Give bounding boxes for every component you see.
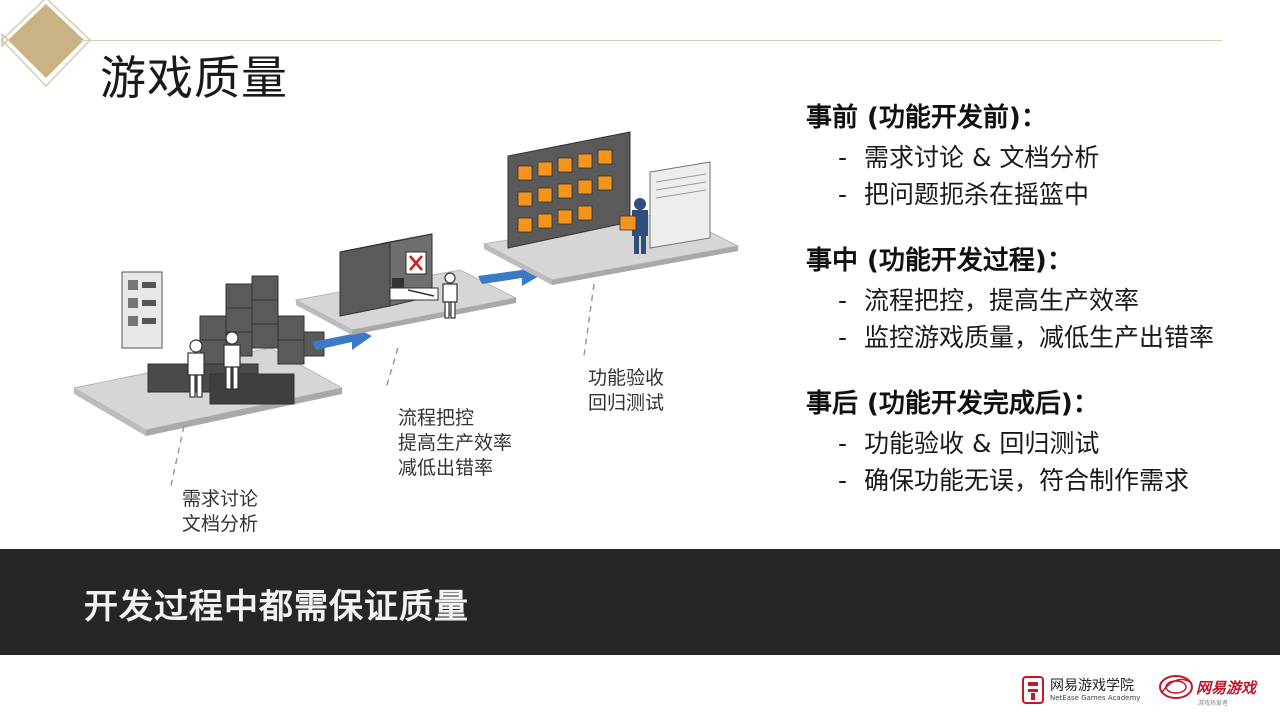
netease-games-logo: 网易游戏 游戏热爱者 bbox=[1158, 672, 1257, 707]
section-before-heading: 事前 (功能开发前)： bbox=[806, 103, 1047, 133]
stage3-door bbox=[649, 161, 711, 249]
stage3-label-line: 功能验收 bbox=[588, 367, 665, 389]
section-after: 事后 (功能开发完成后)： 功能验收 & 回归测试 确保功能无误，符合制作需求 bbox=[806, 386, 1266, 499]
stage3-worker bbox=[619, 198, 648, 254]
corner-diamond-decoration bbox=[0, 0, 92, 88]
stage2-label-line: 减低出错率 bbox=[398, 457, 494, 479]
stage3-label-line: 回归测试 bbox=[588, 392, 665, 414]
section-during-heading: 事中 (功能开发过程)： bbox=[806, 246, 1073, 276]
academy-logo: 网易游戏学院 NetEase Games Academy bbox=[1022, 676, 1140, 704]
list-item-text: 流程把控，提高生产效率 bbox=[864, 286, 1140, 315]
page-title: 游戏质量 bbox=[100, 51, 288, 105]
list-item: 功能验收 & 回归测试 bbox=[806, 425, 1266, 462]
header-rule bbox=[80, 40, 1222, 41]
stage1-board bbox=[121, 271, 163, 349]
list-item-text: 需求讨论 & 文档分析 bbox=[864, 143, 1100, 172]
quality-phases: 事前 (功能开发前)： 需求讨论 & 文档分析 把问题扼杀在摇篮中 事中 (功能… bbox=[806, 100, 1266, 529]
stage1-label-line: 需求讨论 bbox=[182, 488, 259, 510]
stage1-label-line: 文档分析 bbox=[182, 513, 259, 535]
list-item: 需求讨论 & 文档分析 bbox=[806, 139, 1266, 176]
brand-name-cn: 网易游戏 bbox=[1196, 678, 1257, 697]
netease-swirl-icon bbox=[1159, 675, 1193, 699]
production-line-illustration bbox=[72, 131, 740, 491]
section-before: 事前 (功能开发前)： 需求讨论 & 文档分析 把问题扼杀在摇篮中 bbox=[806, 100, 1266, 213]
brand-subtitle: 游戏热爱者 bbox=[1198, 700, 1229, 707]
stage2-label: 流程把控 提高生产效率 减低出错率 bbox=[398, 406, 512, 481]
stage3-label: 功能验收 回归测试 bbox=[588, 366, 664, 416]
list-item: 监控游戏质量，减低生产出错率 bbox=[806, 319, 1266, 356]
academy-seal-icon bbox=[1022, 676, 1044, 704]
list-item: 流程把控，提高生产效率 bbox=[806, 282, 1266, 319]
list-item: 把问题扼杀在摇篮中 bbox=[806, 176, 1266, 213]
list-item-text: 功能验收 & 回归测试 bbox=[864, 429, 1100, 458]
list-item-text: 把问题扼杀在摇篮中 bbox=[864, 180, 1090, 209]
section-after-heading: 事后 (功能开发完成后)： bbox=[806, 389, 1099, 419]
banner-text: 开发过程中都需保证质量 bbox=[84, 587, 469, 627]
guide-lines bbox=[169, 283, 595, 491]
stage3-warehouse bbox=[507, 131, 631, 249]
stage2-worker bbox=[442, 272, 458, 319]
list-item: 确保功能无误，符合制作需求 bbox=[806, 462, 1266, 499]
stage2-machine bbox=[339, 233, 439, 317]
academy-name-en: NetEase Games Academy bbox=[1050, 693, 1141, 702]
summary-banner: 开发过程中都需保证质量 bbox=[0, 549, 1280, 655]
list-item-text: 确保功能无误，符合制作需求 bbox=[864, 466, 1190, 495]
stage2-label-line: 流程把控 bbox=[398, 407, 475, 429]
academy-name-cn: 网易游戏学院 bbox=[1050, 677, 1134, 694]
stage1-workers bbox=[187, 331, 241, 398]
stage2-label-line: 提高生产效率 bbox=[398, 432, 513, 454]
stage1-label: 需求讨论 文档分析 bbox=[182, 487, 258, 537]
list-item-text: 监控游戏质量，减低生产出错率 bbox=[864, 323, 1215, 352]
section-during: 事中 (功能开发过程)： 流程把控，提高生产效率 监控游戏质量，减低生产出错率 bbox=[806, 243, 1266, 356]
